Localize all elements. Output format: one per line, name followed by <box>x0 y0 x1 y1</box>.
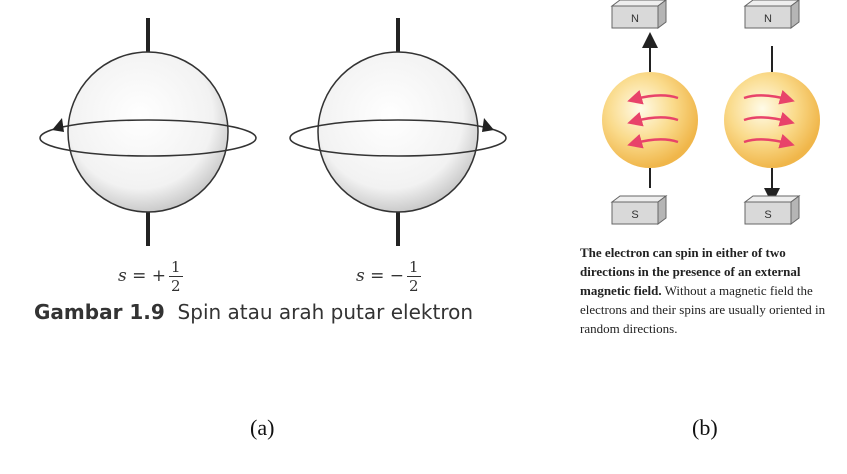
figure-caption: Gambar 1.9 Spin atau arah putar elektron <box>34 300 474 324</box>
magnet-north-left: N <box>610 0 667 29</box>
electron-left <box>602 72 698 168</box>
magnet-south-left: S <box>610 195 668 225</box>
rotation-arrow-icon <box>52 118 64 132</box>
magnetic-field-caption: The electron can spin in either of two d… <box>580 245 826 336</box>
spin-arrows-right <box>743 90 795 149</box>
rotation-arrow-icon <box>482 118 494 132</box>
magnet-north-right: N <box>743 0 800 29</box>
svg-text:N: N <box>631 13 639 25</box>
sphere-spin-down <box>289 18 507 246</box>
spin-spheres-diagram <box>39 18 507 246</box>
magnetic-field-diagram: N N S <box>602 0 820 225</box>
panel-label-a: (a) <box>250 415 275 440</box>
sphere-spin-up <box>39 18 257 246</box>
svg-text:S: S <box>764 209 771 221</box>
panel-label-b: (b) <box>692 415 718 440</box>
magnet-south-right: S <box>743 195 801 225</box>
svg-text:N: N <box>764 13 772 25</box>
spin-arrows-left <box>627 90 679 149</box>
svg-text:S: S <box>631 209 638 221</box>
electron-right <box>724 72 820 168</box>
panel-b: N N S <box>560 0 847 474</box>
